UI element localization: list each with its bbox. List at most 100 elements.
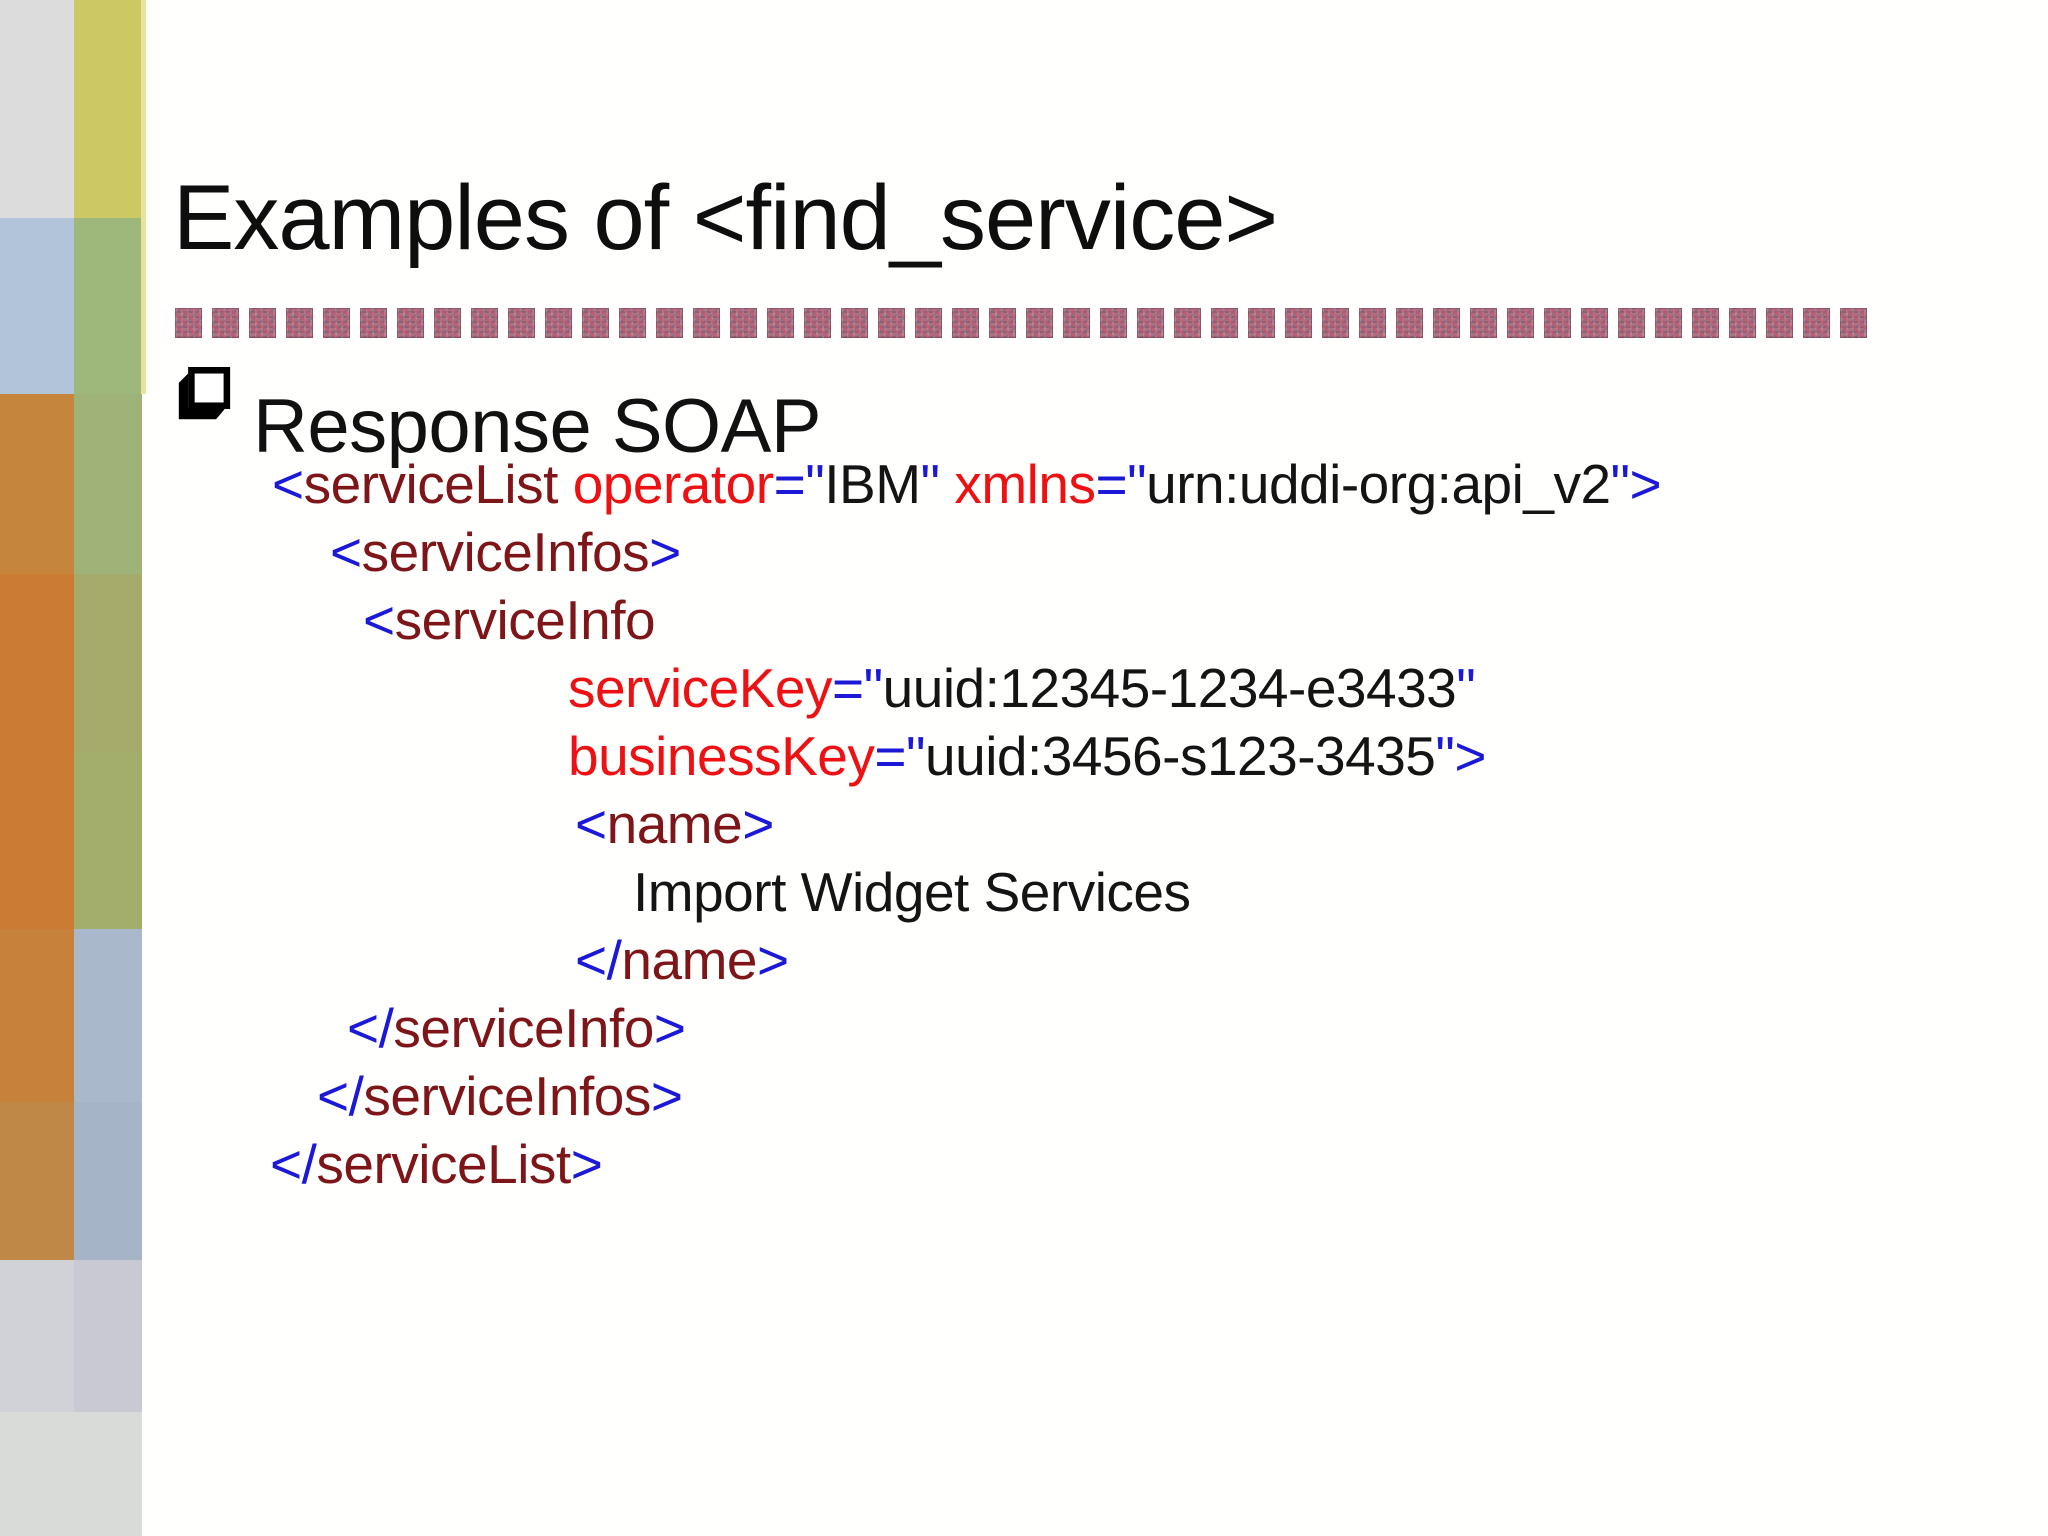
separator-square: [656, 308, 683, 338]
code-segment: ">: [1435, 725, 1487, 787]
separator-square: [175, 308, 202, 338]
sidebar-tile: [74, 218, 142, 394]
separator-square: [1729, 308, 1756, 338]
separator-square: [1285, 308, 1312, 338]
separator-square: [1803, 308, 1830, 338]
sidebar-tile-row: [0, 1102, 146, 1260]
code-segment: serviceKey: [568, 657, 832, 719]
code-segment: =": [773, 453, 825, 515]
separator-square: [1174, 308, 1201, 338]
code-line: <serviceList operator="IBM" xmlns="urn:u…: [0, 450, 2048, 518]
sidebar-tile: [74, 1412, 142, 1536]
separator-square: [1766, 308, 1793, 338]
sidebar-tile-row: [0, 1260, 146, 1412]
code-segment: =": [1095, 453, 1147, 515]
code-segment: >: [649, 521, 681, 583]
separator-square: [619, 308, 646, 338]
code-segment: =": [831, 657, 883, 719]
separator-square: [952, 308, 979, 338]
sidebar-tile: [0, 218, 74, 394]
sidebar-tile: [74, 0, 142, 218]
separator-square: [582, 308, 609, 338]
sidebar-tile-row: [0, 574, 146, 752]
separator-square: [508, 308, 535, 338]
code-line: </serviceInfo>: [0, 994, 2048, 1062]
sidebar-tile: [74, 1260, 142, 1412]
code-segment: </: [347, 997, 394, 1059]
separator-square: [730, 308, 757, 338]
separator-square: [1137, 308, 1164, 338]
code-segment: uuid:3456-s123-3435: [925, 725, 1436, 787]
sidebar-tile: [0, 394, 74, 574]
separator-square: [434, 308, 461, 338]
code-segment: ">: [1610, 453, 1662, 515]
separator-square: [693, 308, 720, 338]
separator-square: [1248, 308, 1275, 338]
separator-square: [360, 308, 387, 338]
separator-square: [1396, 308, 1423, 338]
code-segment: [558, 452, 573, 516]
sidebar-tile-row: [0, 394, 146, 574]
separator-square: [1655, 308, 1682, 338]
separator-square: [1063, 308, 1090, 338]
sidebar-tile: [74, 1102, 142, 1260]
code-segment: serviceList: [303, 453, 559, 515]
sidebar-tile: [0, 1102, 74, 1260]
separator-square: [1359, 308, 1386, 338]
decorative-tile-sidebar: [0, 0, 146, 1536]
code-line: businessKey="uuid:3456-s123-3435">: [0, 722, 2048, 790]
code-segment: name: [621, 929, 757, 991]
code-line: <serviceInfo: [0, 586, 2048, 654]
code-segment: serviceInfos: [363, 1065, 651, 1127]
code-segment: serviceList: [316, 1133, 571, 1195]
separator-square: [767, 308, 794, 338]
code-segment: <: [575, 793, 607, 855]
sidebar-edge-strip: [141, 0, 146, 394]
sidebar-tile: [74, 929, 142, 1102]
sidebar-tile: [0, 1260, 74, 1412]
shadowed-square-bullet-icon: [178, 367, 231, 420]
separator-square: [1692, 308, 1719, 338]
code-segment: <: [363, 589, 395, 651]
sidebar-tile: [0, 752, 74, 929]
separator-square: [323, 308, 350, 338]
sidebar-tile-row: [0, 929, 146, 1102]
code-segment: </: [575, 929, 622, 991]
separator-square: [1470, 308, 1497, 338]
code-line: serviceKey="uuid:12345-1234-e3433": [0, 654, 2048, 722]
sidebar-tile-row: [0, 1412, 146, 1536]
code-segment: <: [272, 453, 304, 515]
separator-square: [286, 308, 313, 338]
code-segment: =": [874, 725, 926, 787]
separator-square: [915, 308, 942, 338]
sidebar-tile: [0, 1412, 74, 1536]
separator-square: [1100, 308, 1127, 338]
separator-square: [989, 308, 1016, 338]
code-segment: xmlns: [954, 453, 1096, 515]
code-segment: serviceInfos: [361, 521, 650, 583]
separator-square: [1433, 308, 1460, 338]
code-segment: <: [330, 521, 362, 583]
sidebar-tile-row: [0, 0, 146, 218]
separator-square: [212, 308, 239, 338]
code-segment: </: [317, 1065, 364, 1127]
code-segment: >: [650, 1065, 683, 1127]
code-segment: urn:uddi-org:api_v2: [1146, 453, 1611, 515]
separator-square: [545, 308, 572, 338]
code-segment: >: [742, 793, 774, 855]
code-segment: name: [606, 793, 743, 855]
separator-square: [471, 308, 498, 338]
code-segment: </: [270, 1133, 317, 1195]
code-segment: operator: [572, 453, 774, 515]
sidebar-tile: [0, 0, 74, 218]
code-segment: ": [920, 453, 955, 515]
code-segment: uuid:12345-1234-e3433: [882, 657, 1457, 719]
separator-square: [1840, 308, 1867, 338]
code-segment: serviceInfo: [393, 997, 654, 1059]
code-segment: serviceInfo: [394, 589, 656, 651]
separator-square: [1581, 308, 1608, 338]
code-segment: Import Widget Services: [633, 861, 1191, 923]
dotted-separator: [175, 308, 1867, 338]
separator-square: [804, 308, 831, 338]
code-segment: >: [653, 997, 686, 1059]
